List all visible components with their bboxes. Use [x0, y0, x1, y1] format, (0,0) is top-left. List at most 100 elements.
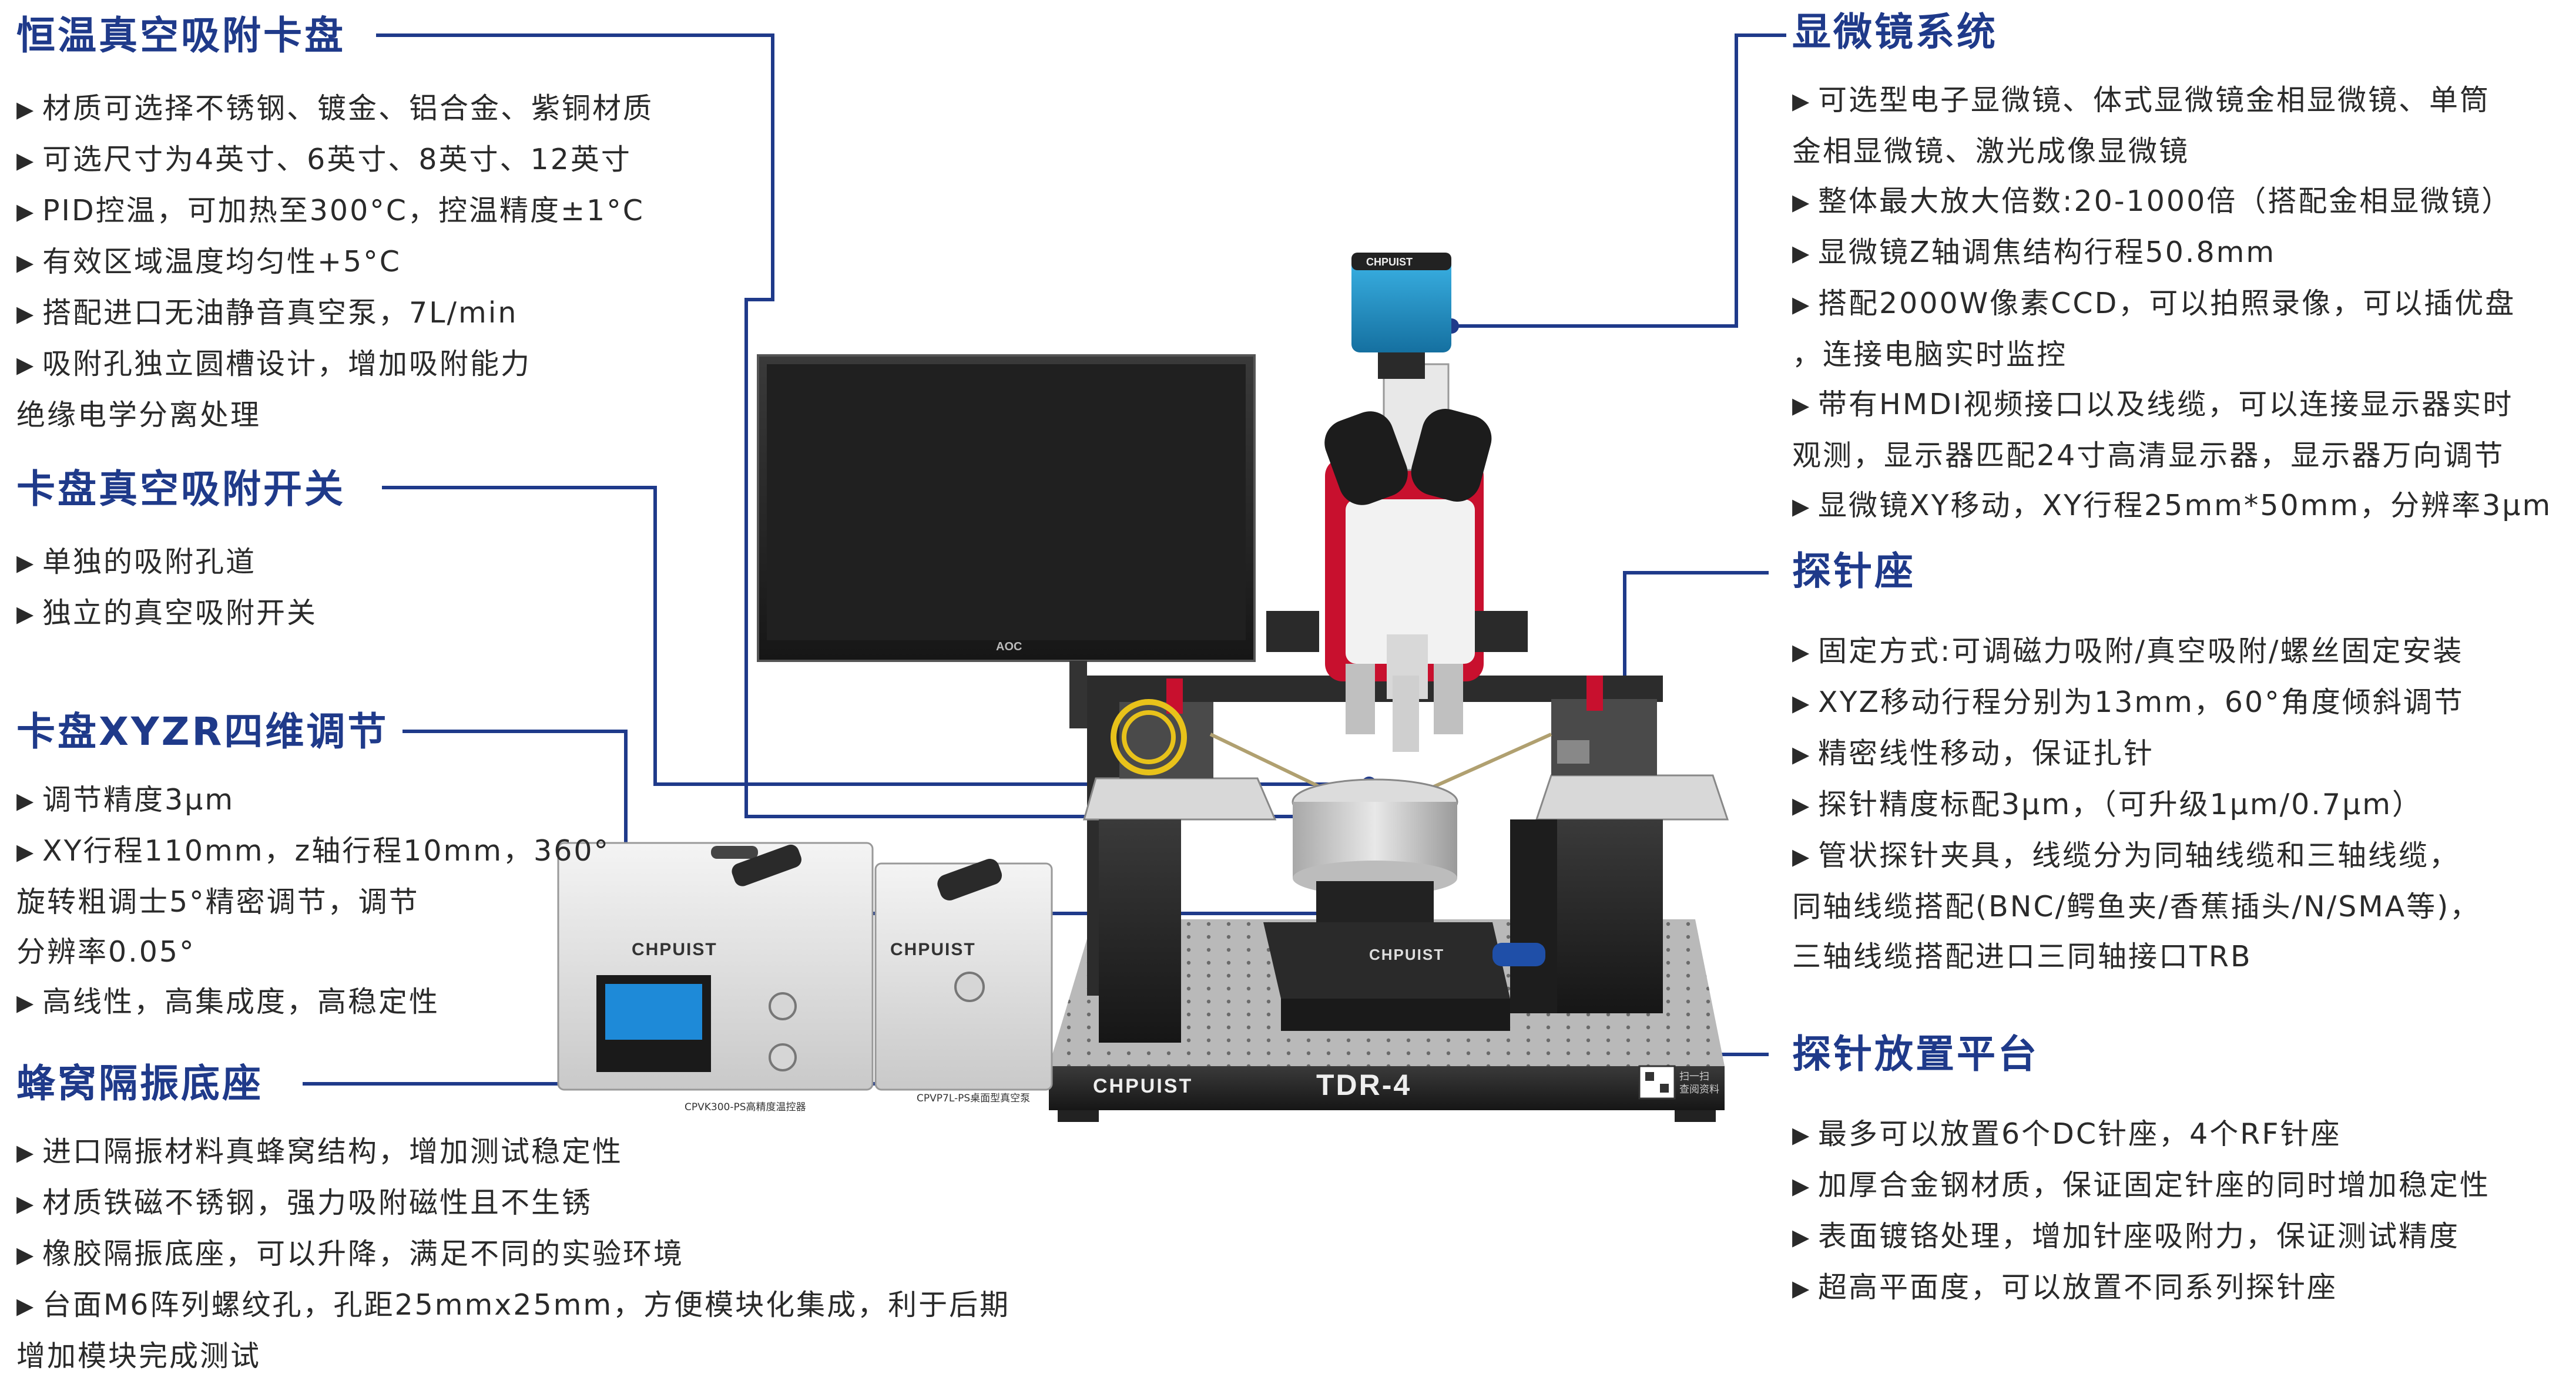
base-section: 蜂窝隔振底座 ▶进口隔振材料真蜂窝结构，增加测试稳定性 ▶材质铁磁不锈钢，强力吸…: [16, 1064, 1010, 1381]
base-item: ▶台面M6阵列螺纹孔，孔距25mmx25mm，方便模块化集成，利于后期: [16, 1280, 1010, 1331]
model-label: TDR-4: [1316, 1069, 1412, 1101]
chuck-title: 恒温真空吸附卡盘: [16, 13, 346, 58]
xyzr-item-continuation: 旋转粗调士5°精密调节，调节: [16, 885, 420, 919]
bullet-icon: ▶: [1792, 88, 1812, 114]
base-item: ▶进口隔振材料真蜂窝结构，增加测试稳定性: [16, 1127, 1010, 1178]
bullet-icon: ▶: [1792, 639, 1812, 665]
platform-title: 探针放置平台: [1792, 1032, 2039, 1077]
bullet-icon: ▶: [1792, 1224, 1812, 1250]
platform-item: ▶最多可以放置6个DC针座，4个RF针座: [1792, 1109, 2490, 1160]
bullet-icon: ▶: [1792, 741, 1812, 767]
xyzr-item-continuation: 分辨率0.05°: [16, 935, 196, 969]
bullet-icon: ▶: [1792, 493, 1812, 519]
probe-item: ▶探针精度标配3μm，（可升级1μm/0.7μm）: [1792, 780, 2480, 831]
xyzr-item: ▶XY行程110mm，z轴行程10mm，360°: [16, 826, 610, 877]
microscope-item: ▶显微镜Z轴调焦结构行程50.8mm: [1792, 227, 2552, 278]
ccd-camera: [1351, 253, 1451, 379]
bullet-icon: ▶: [16, 1293, 36, 1319]
bullet-icon: ▶: [16, 550, 36, 576]
switch-item: ▶独立的真空吸附开关: [16, 588, 346, 639]
switch-callout-line: [382, 486, 1369, 786]
bullet-icon: ▶: [16, 1242, 36, 1268]
bullet-icon: ▶: [1792, 792, 1812, 818]
base-brand-label: CHPUIST: [1093, 1075, 1193, 1097]
chuck-item: ▶可选尺寸为4英寸、6英寸、8英寸、12英寸: [16, 135, 653, 186]
qr-caption-line-1: 扫一扫: [1679, 1071, 1709, 1083]
bullet-icon: ▶: [1792, 189, 1812, 215]
switch-item: ▶单独的吸附孔道: [16, 537, 346, 588]
probe-item: ▶精密线性移动，保证扎针: [1792, 728, 2480, 780]
left-probe-manipulator: [1111, 678, 1213, 778]
platform-item: ▶加厚合金钢材质，保证固定针座的同时增加稳定性: [1792, 1160, 2490, 1211]
bullet-icon: ▶: [16, 250, 36, 275]
switch-title: 卡盘真空吸附开关: [16, 466, 346, 512]
bullet-icon: ▶: [1792, 844, 1812, 869]
switch-section: 卡盘真空吸附开关 ▶单独的吸附孔道 ▶独立的真空吸附开关: [16, 470, 346, 639]
probe-item: ▶固定方式:可调磁力吸附/真空吸附/螺丝固定安装: [1792, 626, 2480, 677]
bullet-icon: ▶: [16, 990, 36, 1016]
qr-caption-line-2: 查阅资料: [1679, 1084, 1719, 1096]
chuck-callout-line: [376, 33, 1351, 818]
base-item: ▶材质铁磁不锈钢，强力吸附磁性且不生锈: [16, 1178, 1010, 1229]
microscope-item: ▶带有HMDI视频接口以及线缆，可以连接显示器实时: [1792, 379, 2552, 431]
chuck-item: ▶有效区域温度均匀性+5°C: [16, 237, 653, 288]
bullet-icon: ▶: [1792, 690, 1812, 716]
bullet-icon: ▶: [16, 1140, 36, 1165]
monitor-brand-label: AOC: [996, 640, 1022, 653]
probe-section: 探针座 ▶固定方式:可调磁力吸附/真空吸附/螺丝固定安装 ▶XYZ移动行程分别为…: [1792, 552, 2480, 982]
microscope-item-continuation: 观测，显示器匹配24寸高清显示器，显示器万向调节: [1792, 439, 2505, 472]
bullet-icon: ▶: [16, 788, 36, 814]
probe-item-continuation: 三轴线缆搭配进口三同轴接口TRB: [1792, 940, 2252, 973]
bullet-icon: ▶: [16, 147, 36, 173]
bullet-icon: ▶: [16, 1191, 36, 1217]
microscope-callout-line: [1451, 33, 1786, 328]
microscope-item-continuation: 金相显微镜、激光成像显微镜: [1792, 135, 2190, 168]
bullet-icon: ▶: [1792, 1122, 1812, 1148]
pump-brand-label: CHPUIST: [890, 940, 976, 959]
bullet-icon: ▶: [16, 839, 36, 865]
base-title: 蜂窝隔振底座: [16, 1061, 263, 1106]
controller-brand-label: CHPUIST: [632, 940, 717, 959]
camera-brand-label: CHPUIST: [1366, 256, 1413, 268]
chuck-item: ▶材质可选择不锈钢、镀金、铝合金、紫铜材质: [16, 83, 653, 135]
xy-stage: [1263, 922, 1510, 999]
chuck-item: ▶PID控温，可加热至300°C，控温精度±1°C: [16, 186, 653, 237]
xyzr-title: 卡盘XYZR四维调节: [16, 709, 389, 754]
bullet-icon: ▶: [16, 96, 36, 122]
right-probe-platen: [1535, 774, 1729, 821]
probe-callout-line: [1623, 571, 1769, 720]
microscope-item-continuation: ，连接电脑实时监控: [1792, 338, 2068, 371]
xyzr-section: 卡盘XYZR四维调节 ▶调节精度3μm ▶XY行程110mm，z轴行程10mm，…: [16, 713, 610, 1028]
controller-model-label: CPVK300-PS高精度温控器: [685, 1101, 806, 1113]
microscope-section: 显微镜系统 ▶可选型电子显微镜、体式显微镜金相显微镜、单筒 金相显微镜、激光成像…: [1792, 13, 2552, 532]
pump-model-label: CPVP7L-PS桌面型真空泵: [917, 1093, 1031, 1104]
chuck-item: ▶吸附孔独立圆槽设计，增加吸附能力: [16, 339, 653, 390]
stage-brand-label: CHPUIST: [1369, 946, 1445, 963]
platform-section: 探针放置平台 ▶最多可以放置6个DC针座，4个RF针座 ▶加厚合金钢材质，保证固…: [1792, 1035, 2490, 1313]
qr-code: [1638, 1065, 1676, 1100]
microscope-item: ▶整体最大放大倍数:20-1000倍（搭配金相显微镜）: [1792, 176, 2552, 227]
microscope: [1266, 363, 1528, 752]
bullet-icon: ▶: [1792, 1173, 1812, 1199]
microscope-item: ▶可选型电子显微镜、体式显微镜金相显微镜、单筒: [1792, 75, 2552, 126]
probe-item: ▶XYZ移动行程分别为13mm，60°角度倾斜调节: [1792, 677, 2480, 728]
base-item-continuation: 增加模块完成测试: [16, 1339, 261, 1373]
microscope-title: 显微镜系统: [1792, 9, 1998, 55]
probe-item: ▶管状探针夹具，线缆分为同轴线缆和三轴线缆，: [1792, 831, 2480, 882]
xyzr-item: ▶高线性，高集成度，高稳定性: [16, 977, 610, 1028]
microscope-item: ▶搭配2000W像素CCD，可以拍照录像，可以插优盘: [1792, 278, 2552, 330]
bullet-icon: ▶: [16, 601, 36, 627]
platform-item: ▶超高平面度，可以放置不同系列探针座: [1792, 1262, 2490, 1313]
bullet-icon: ▶: [16, 352, 36, 378]
bullet-icon: ▶: [1792, 392, 1812, 418]
bullet-icon: ▶: [16, 199, 36, 224]
chuck-item: ▶搭配进口无油静音真空泵，7L/min: [16, 288, 653, 339]
bullet-icon: ▶: [1792, 291, 1812, 317]
platform-item: ▶表面镀铬处理，增加针座吸附力，保证测试精度: [1792, 1211, 2490, 1262]
probe-title: 探针座: [1792, 549, 1916, 594]
right-probe-manipulator: [1551, 676, 1657, 775]
base-item: ▶橡胶隔振底座，可以升降，满足不同的实验环境: [16, 1229, 1010, 1280]
